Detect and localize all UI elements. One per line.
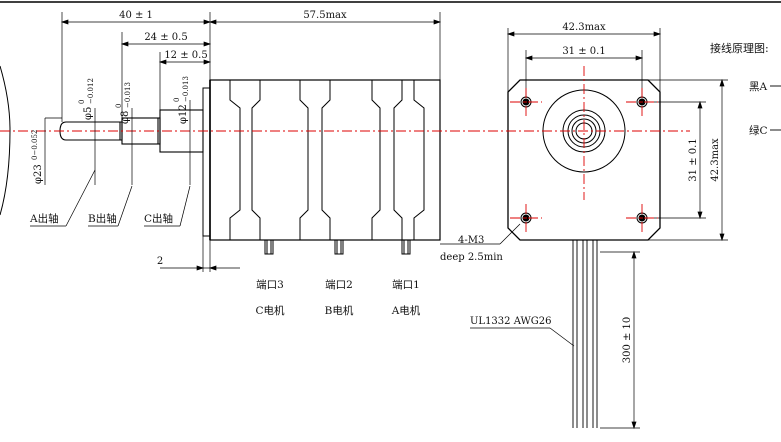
dim-31-height: 31 ± 0.1 [688,138,699,181]
svg-text:φ23: φ23 [33,164,44,184]
side-dimension-lines [60,19,442,271]
diameter-d5: φ5 0 −0.012 [78,78,95,120]
diameter-d8: φ8 0 −0.013 [115,82,132,124]
motor-body [209,79,441,241]
svg-text:−0.012: −0.012 [87,78,95,104]
svg-text:φ8: φ8 [120,111,131,124]
svg-text:−0.013: −0.013 [182,76,190,102]
svg-text:φ5: φ5 [83,107,94,120]
svg-text:φ12: φ12 [178,104,189,124]
front-leaders [440,223,575,347]
wire-green-c: 绿C [749,124,768,137]
stack-profiles [229,80,425,240]
thread-depth-label: deep 2.5min [440,252,503,263]
front-view [440,28,781,430]
motor-b-label: B电机 [325,304,354,317]
shaft-b-label: B出轴 [88,212,117,225]
dim-24: 24 ± 0.5 [144,32,187,43]
cable-spec-label: UL1332 AWG26 [470,316,552,327]
cable-bundle [572,240,598,428]
dim-2: 2 [157,256,163,267]
dim-42-3-height: 42.3max [710,138,721,182]
shaft-leaders [30,169,191,227]
svg-text:0: 0 [78,100,86,104]
shaft-a-label: A出轴 [29,212,59,225]
dim-42-3-width: 42.3max [562,22,606,33]
port-1-label: 端口1 [392,278,420,291]
diameter-lines [44,100,191,185]
port-connectors [264,239,411,255]
diameter-d23: φ23 0−0.052 [31,130,44,184]
motor-a-label: A电机 [391,304,421,317]
svg-text:−0.013: −0.013 [124,82,132,108]
wiring-diagram-title: 接线原理图: [710,41,769,55]
front-flange [202,87,211,237]
dim-300-cable: 300 ± 10 [622,317,633,364]
dim-40: 40 ± 1 [119,10,153,21]
dim-12: 12 ± 0.5 [164,50,207,61]
front-extension-lines [507,28,728,429]
svg-text:0: 0 [173,98,181,102]
wiring-lines [770,85,781,131]
svg-text:0−0.052: 0−0.052 [31,130,39,160]
wire-black-a: 黑A [749,81,767,93]
shaft-c-label: C出轴 [144,212,173,225]
dim-57-5: 57.5max [303,10,347,21]
dim-31-holes: 31 ± 0.1 [562,46,605,57]
side-view [0,12,470,272]
cut-off-outline [0,65,11,216]
svg-text:0: 0 [115,104,123,108]
port-3-label: 端口3 [256,278,284,291]
diameter-d12: φ12 0 −0.013 [173,76,190,124]
front-dimension-lines [506,31,725,430]
motor-c-label: C电机 [255,304,285,317]
side-extension-lines [61,12,441,272]
port-2-label: 端口2 [325,278,353,291]
front-center-lines [470,66,690,232]
thread-label: 4-M3 [458,235,484,246]
